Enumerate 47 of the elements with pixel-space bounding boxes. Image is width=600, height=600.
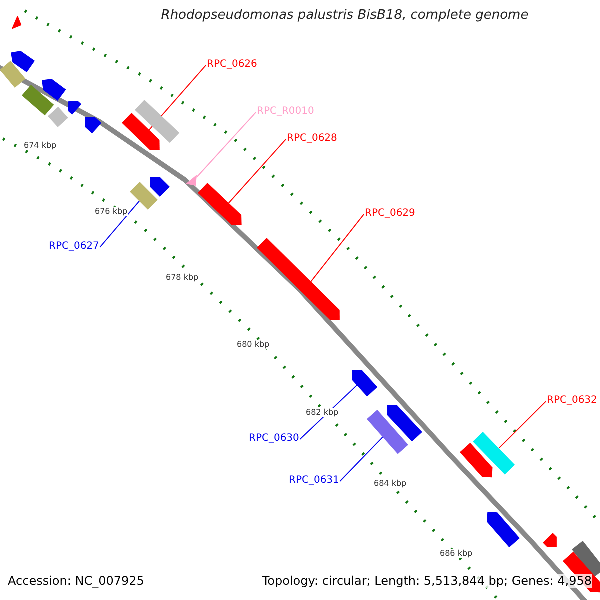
gene-feature xyxy=(85,116,102,134)
gene-feature xyxy=(150,177,170,197)
gene-feature xyxy=(122,112,160,150)
title: Rhodopseudomonas palustris BisB18, complete genome xyxy=(160,8,530,23)
leader-line xyxy=(100,200,140,248)
tick-label: 676 kbp xyxy=(95,207,128,216)
genome-summary: Topology: circular; Length: 5,513,844 bp; Genes: 4,958 xyxy=(262,574,592,588)
gene-label: RPC_0632 xyxy=(547,395,598,406)
tick-label: 682 kbp xyxy=(306,408,339,417)
tick-label: 678 kbp xyxy=(166,273,199,282)
tick-label: 680 kbp xyxy=(237,340,270,349)
gene-feature xyxy=(42,78,66,101)
gene-label: RPC_0631 xyxy=(289,475,340,486)
leader-line xyxy=(498,401,546,450)
gene-feature xyxy=(11,51,35,73)
gene-feature xyxy=(12,16,22,29)
gene-triangle xyxy=(186,175,197,186)
gene-bar xyxy=(130,182,158,210)
tick-label: 686 kbp xyxy=(440,549,473,558)
gene-feature xyxy=(386,405,422,442)
gene-bar xyxy=(472,432,516,475)
gene-feature xyxy=(257,238,340,320)
gene-feature xyxy=(487,512,520,548)
leader-line xyxy=(340,436,384,482)
gene-bar xyxy=(0,60,26,88)
gene-feature xyxy=(543,533,557,547)
gene-feature xyxy=(460,443,493,478)
gene-label: RPC_0629 xyxy=(365,208,416,219)
gene-feature xyxy=(198,182,242,226)
gene-bar xyxy=(48,107,68,128)
gene-feature xyxy=(68,101,82,116)
gene-label: RPC_0628 xyxy=(287,133,338,144)
gene-label: RPC_R0010 xyxy=(257,106,314,117)
leader-line xyxy=(310,214,364,282)
leader-line xyxy=(196,112,256,178)
gene-bar xyxy=(366,410,408,455)
gene-label: RPC_0626 xyxy=(207,59,258,70)
leader-line xyxy=(228,139,286,204)
gene-feature xyxy=(352,370,378,397)
gene-bar xyxy=(572,540,600,578)
gene-label: RPC_0627 xyxy=(49,241,100,252)
tick-label: 674 kbp xyxy=(24,141,57,150)
gene-bar xyxy=(22,84,55,116)
gene-label: RPC_0630 xyxy=(249,433,300,444)
gene-bar xyxy=(135,100,180,144)
accession-text: Accession: NC_007925 xyxy=(8,574,144,588)
tick-label: 684 kbp xyxy=(374,479,407,488)
